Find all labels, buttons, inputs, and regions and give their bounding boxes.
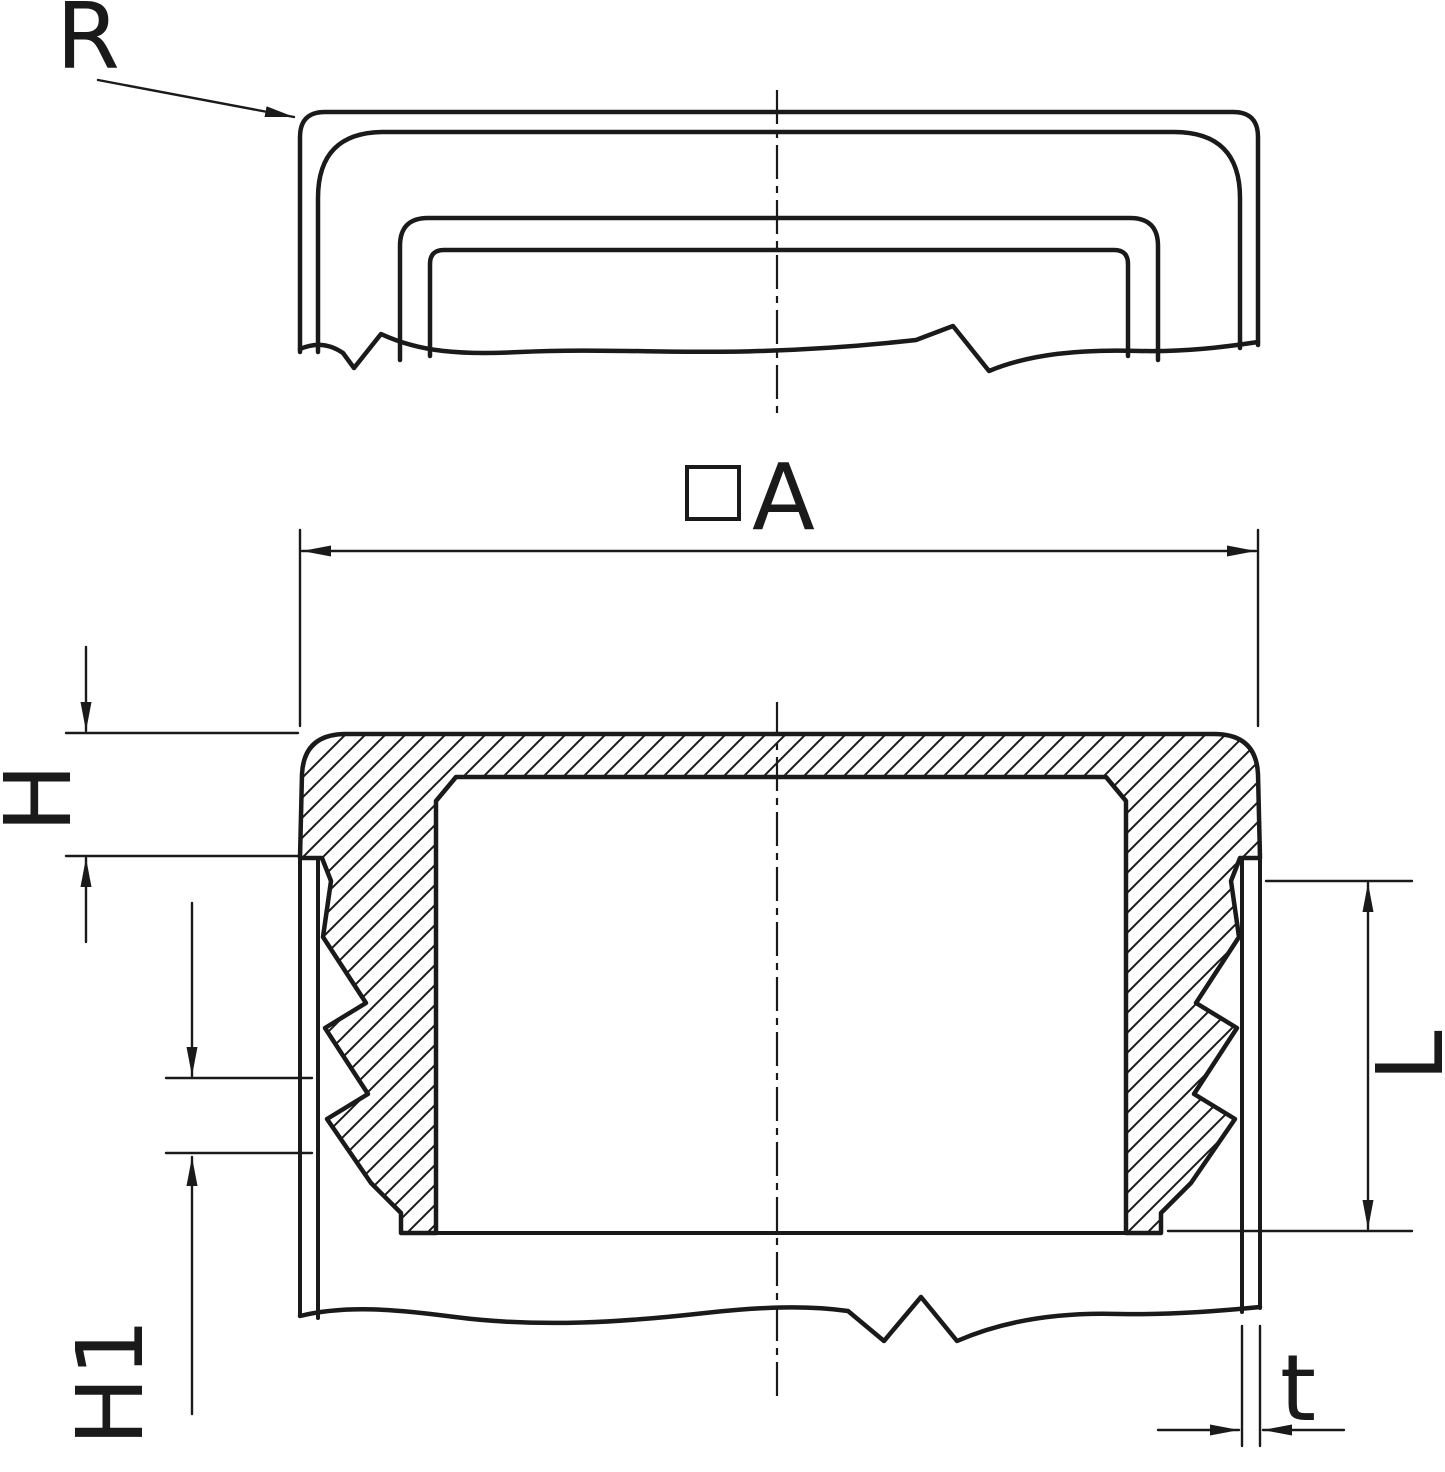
dim-a: A [298, 444, 1260, 728]
cap-section-hatched [297, 731, 1263, 1236]
length-label: L [1357, 1030, 1445, 1081]
section-view [297, 702, 1263, 1402]
height1-label: H1 [57, 1318, 164, 1446]
radius-leader-line [96, 78, 296, 119]
top-view-outer-profile [297, 109, 1261, 355]
thickness-label: t [1280, 1335, 1316, 1442]
dim-t: t [1156, 1324, 1346, 1448]
top-view-wall-line-3 [397, 215, 1161, 363]
section-break-line [297, 1294, 1263, 1344]
square-symbol [685, 465, 741, 521]
dim-h: H [0, 645, 300, 944]
dim-h1: H1 [57, 901, 314, 1446]
radius-label: R [56, 0, 120, 90]
top-view-break-line [297, 323, 1261, 374]
top-view-wall-line-4 [427, 247, 1131, 359]
width-label: A [752, 444, 815, 551]
height-label: H [0, 763, 92, 832]
dim-l: L [1166, 879, 1445, 1233]
top-view [297, 90, 1261, 420]
top-view-wall-line-2 [315, 129, 1243, 355]
radius-callout: R [56, 0, 296, 119]
